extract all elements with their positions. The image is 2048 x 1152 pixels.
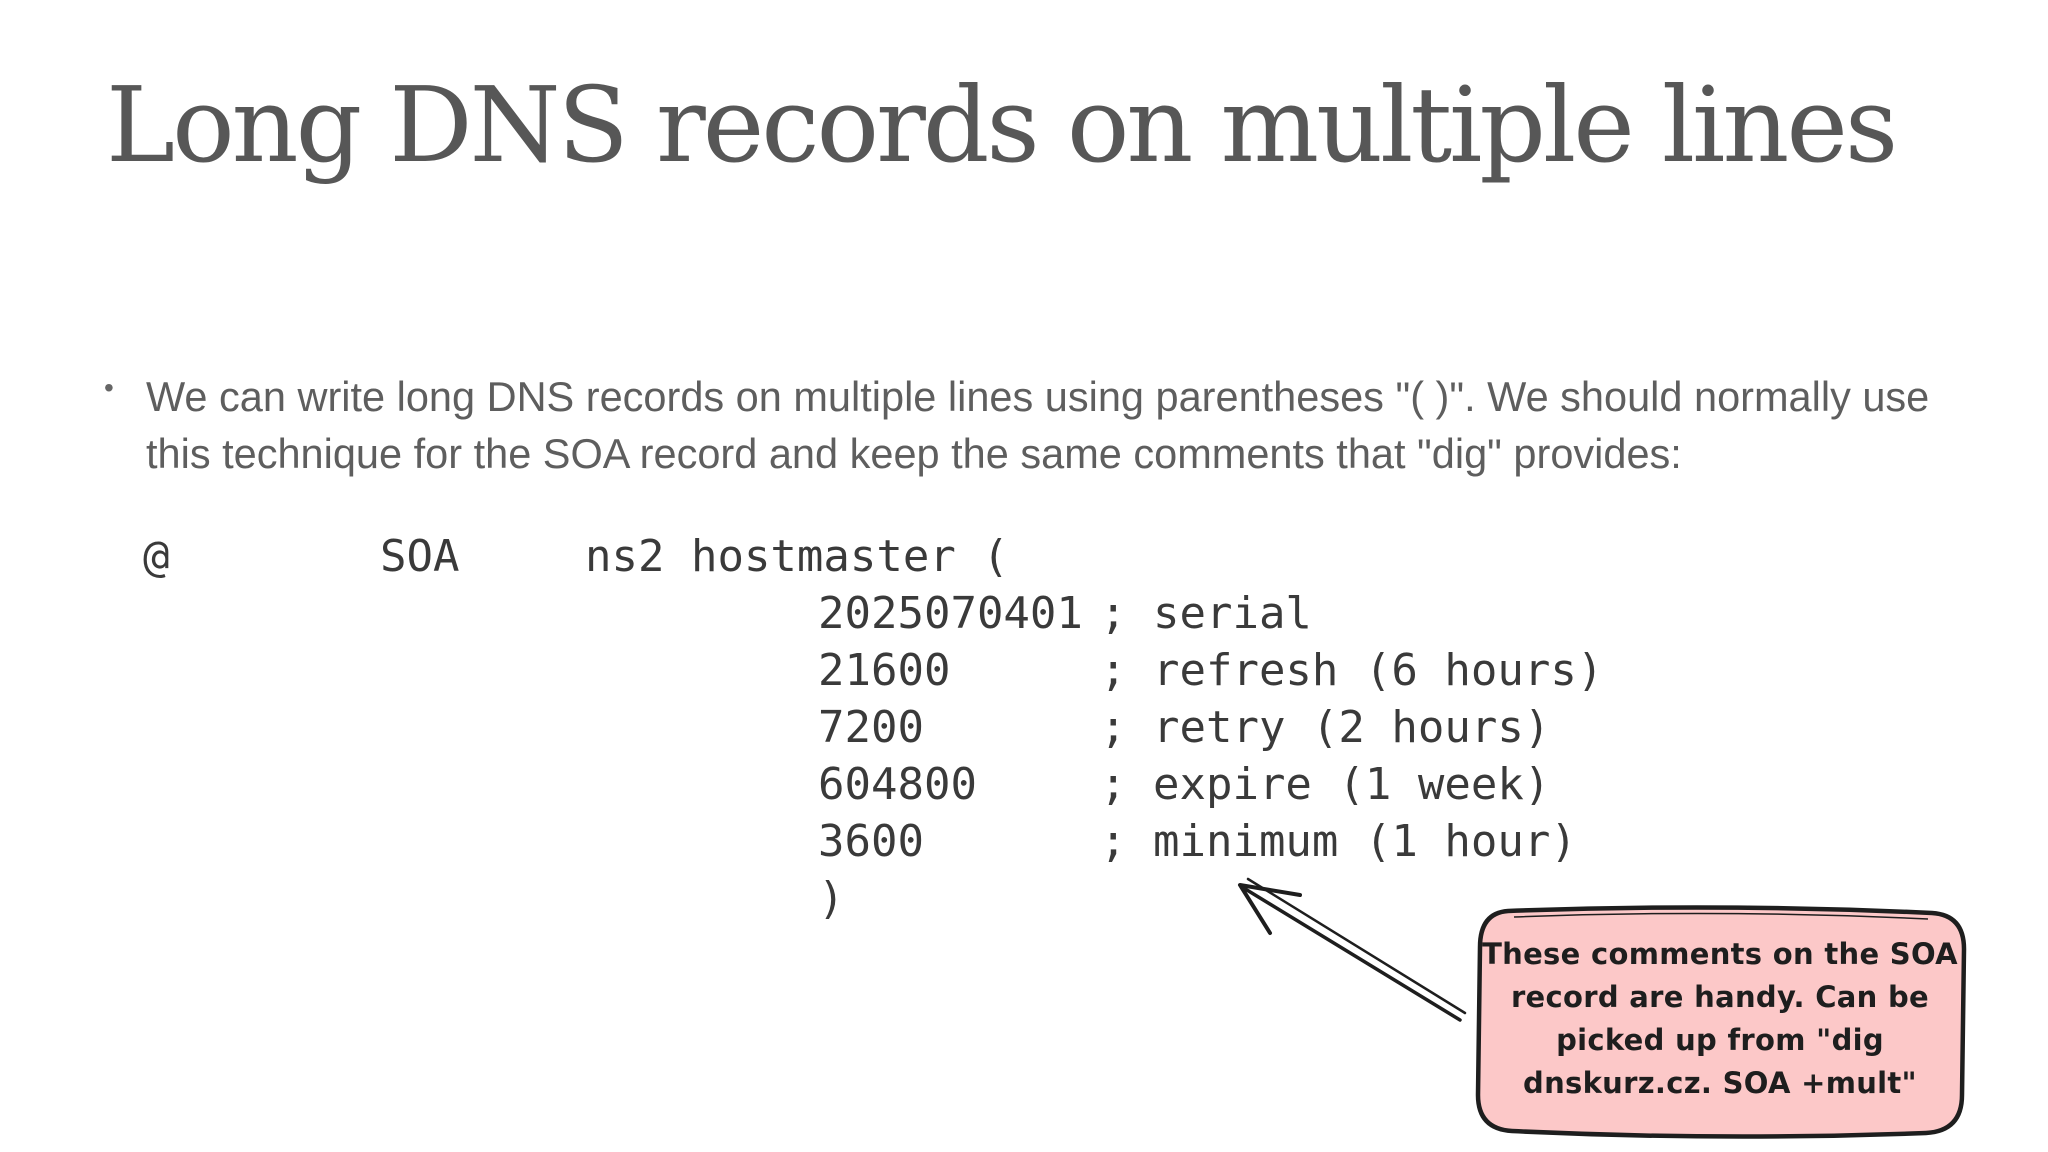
code-value-refresh: 21600	[818, 645, 951, 696]
code-value-serial: 2025070401	[818, 588, 1083, 639]
code-comment-minimum: ; minimum (1 hour)	[1100, 816, 1577, 867]
code-value-retry: 7200	[818, 702, 924, 753]
bullet-marker: •	[104, 372, 114, 403]
callout-box-shape	[1475, 905, 1967, 1139]
code-comment-expire: ; expire (1 week)	[1100, 759, 1551, 810]
annotation-callout: These comments on the SOA record are han…	[1470, 905, 1970, 1140]
code-comment-refresh: ; refresh (6 hours)	[1100, 645, 1604, 696]
slide-title: Long DNS records on multiple lines	[106, 64, 1898, 186]
code-comment-retry: ; retry (2 hours)	[1100, 702, 1551, 753]
code-value-expire: 604800	[818, 759, 977, 810]
code-value-minimum: 3600	[818, 816, 924, 867]
code-comment-serial: ; serial	[1100, 588, 1312, 639]
annotation-text: These comments on the SOA record are han…	[1482, 937, 1958, 1100]
code-record-type: SOA	[380, 531, 460, 582]
hand-drawn-arrow-icon	[1238, 877, 1467, 1022]
code-close-paren: )	[818, 873, 845, 924]
code-owner: @	[143, 531, 170, 582]
code-record-head: ns2 hostmaster (	[585, 531, 1009, 582]
bullet-text: We can write long DNS records on multipl…	[146, 373, 1930, 477]
